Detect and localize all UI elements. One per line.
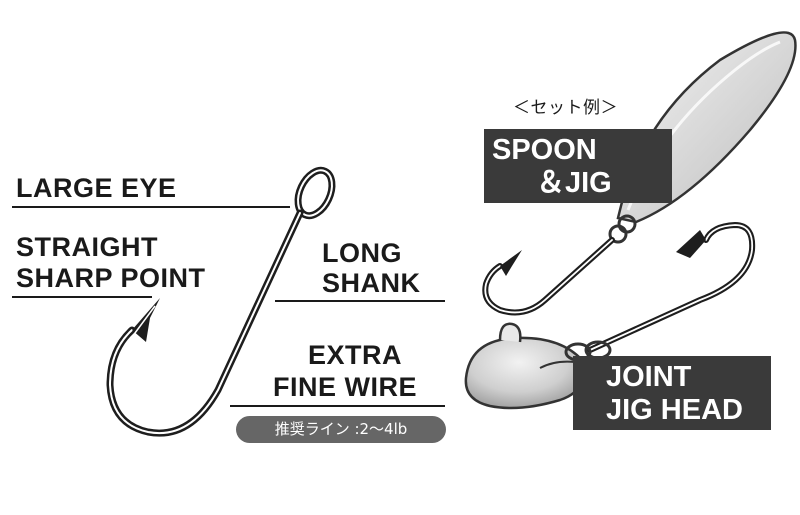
- recommended-line-badge: 推奨ライン :2～4lb: [236, 416, 446, 443]
- rule-sharp-point: [12, 296, 152, 298]
- label-fine-wire: FINE WIRE: [273, 372, 417, 402]
- jig-head-illustration: [464, 221, 756, 410]
- spoon-jig-line2: ＆JIG: [536, 167, 612, 199]
- label-long: LONG: [322, 238, 402, 268]
- spoon-jig-line1: SPOON: [492, 134, 597, 166]
- label-extra: EXTRA: [308, 340, 403, 370]
- rule-large-eye: [12, 206, 290, 208]
- label-sharp-point: SHARP POINT: [16, 263, 206, 293]
- rule-fine-wire: [230, 405, 445, 407]
- rule-shank: [275, 300, 445, 302]
- joint-jig-head-line1: JOINT: [606, 361, 692, 393]
- label-straight: STRAIGHT: [16, 232, 158, 262]
- joint-jig-head-line2: JIG HEAD: [606, 394, 743, 426]
- spoon-hook-illustration: [482, 237, 615, 316]
- label-large-eye: LARGE EYE: [16, 173, 177, 203]
- label-shank: SHANK: [322, 268, 421, 298]
- main-hook-illustration: [106, 166, 336, 437]
- set-example-caption: ＜セット例＞: [513, 98, 618, 118]
- joint-jig-head-box: JOINT JIG HEAD: [573, 356, 771, 430]
- spoon-jig-box: SPOON ＆JIG: [484, 129, 672, 203]
